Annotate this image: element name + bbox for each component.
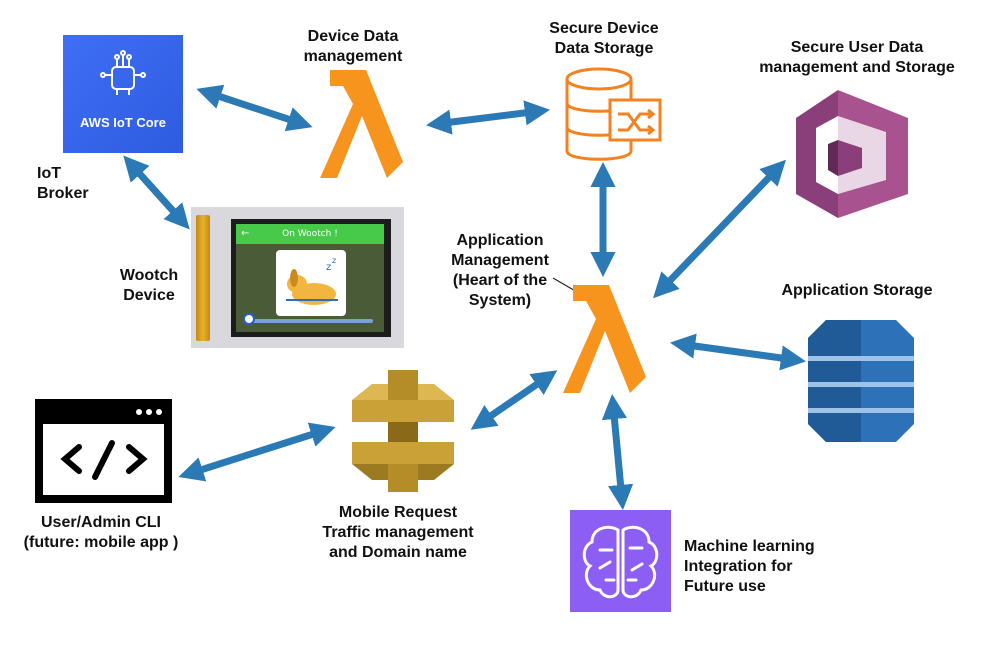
device-header: ← On Wootch ! xyxy=(236,224,384,244)
lambda-icon xyxy=(563,285,646,393)
battery-icon xyxy=(196,215,210,341)
device-display: ← On Wootch ! z z xyxy=(236,224,384,332)
app-storage-label: Application Storage xyxy=(781,282,933,299)
arrow-app-mgmt-api-gateway xyxy=(470,370,558,430)
ml-label: Machine learning Integration for Future … xyxy=(684,538,815,595)
svg-text:z: z xyxy=(332,256,336,265)
user-data-label: Secure User Data management and Storage xyxy=(759,39,955,76)
iot-circuit-icon xyxy=(100,50,146,95)
back-arrow-icon: ← xyxy=(241,228,250,239)
wootch-device-photo: ← On Wootch ! z z xyxy=(191,207,404,348)
lambda-icon xyxy=(320,70,403,178)
device-slider-knob xyxy=(243,313,255,325)
connection-arrows xyxy=(123,84,806,511)
dog-image: z z xyxy=(276,250,346,316)
cli-label: User/Admin CLI (future: mobile app ) xyxy=(23,514,179,551)
device-data-label: Device Data management xyxy=(303,28,403,65)
app-mgmt-label: Application Management (Heart of the Sys… xyxy=(451,232,549,309)
arrow-device-data-device-storage xyxy=(425,100,551,135)
iot-broker-label: IoT Broker xyxy=(37,165,89,202)
arrow-iot-core-device-data xyxy=(196,84,313,132)
device-slider-track xyxy=(248,319,373,323)
terminal-icon xyxy=(35,399,172,503)
sleeping-dog-icon: z z xyxy=(286,256,338,305)
device-storage-label: Secure Device Data Storage xyxy=(549,20,659,57)
device-screen: ← On Wootch ! z z xyxy=(231,219,391,337)
wootch-device-label: Wootch Device xyxy=(119,267,179,304)
arrow-iot-core-wootch-device xyxy=(123,155,190,230)
api-gateway-label: Mobile Request Traffic management and Do… xyxy=(322,504,474,561)
cognito-icon xyxy=(796,90,908,218)
arrow-user-data-app-mgmt xyxy=(653,159,786,299)
aws-iot-core-icon: AWS IoT Core xyxy=(63,35,183,153)
arrow-app-mgmt-app-storage xyxy=(670,333,806,371)
dynamodb-icon xyxy=(808,320,914,442)
sagemaker-icon xyxy=(570,510,671,612)
svg-text:z: z xyxy=(326,262,331,273)
arrow-app-mgmt-ml xyxy=(601,393,634,511)
iot-core-title: AWS IoT Core xyxy=(80,115,166,130)
api-gateway-icon xyxy=(352,370,454,492)
database-icon xyxy=(565,67,662,161)
arrow-api-gateway-cli xyxy=(178,422,336,482)
device-screen-text: On Wootch ! xyxy=(282,229,338,239)
